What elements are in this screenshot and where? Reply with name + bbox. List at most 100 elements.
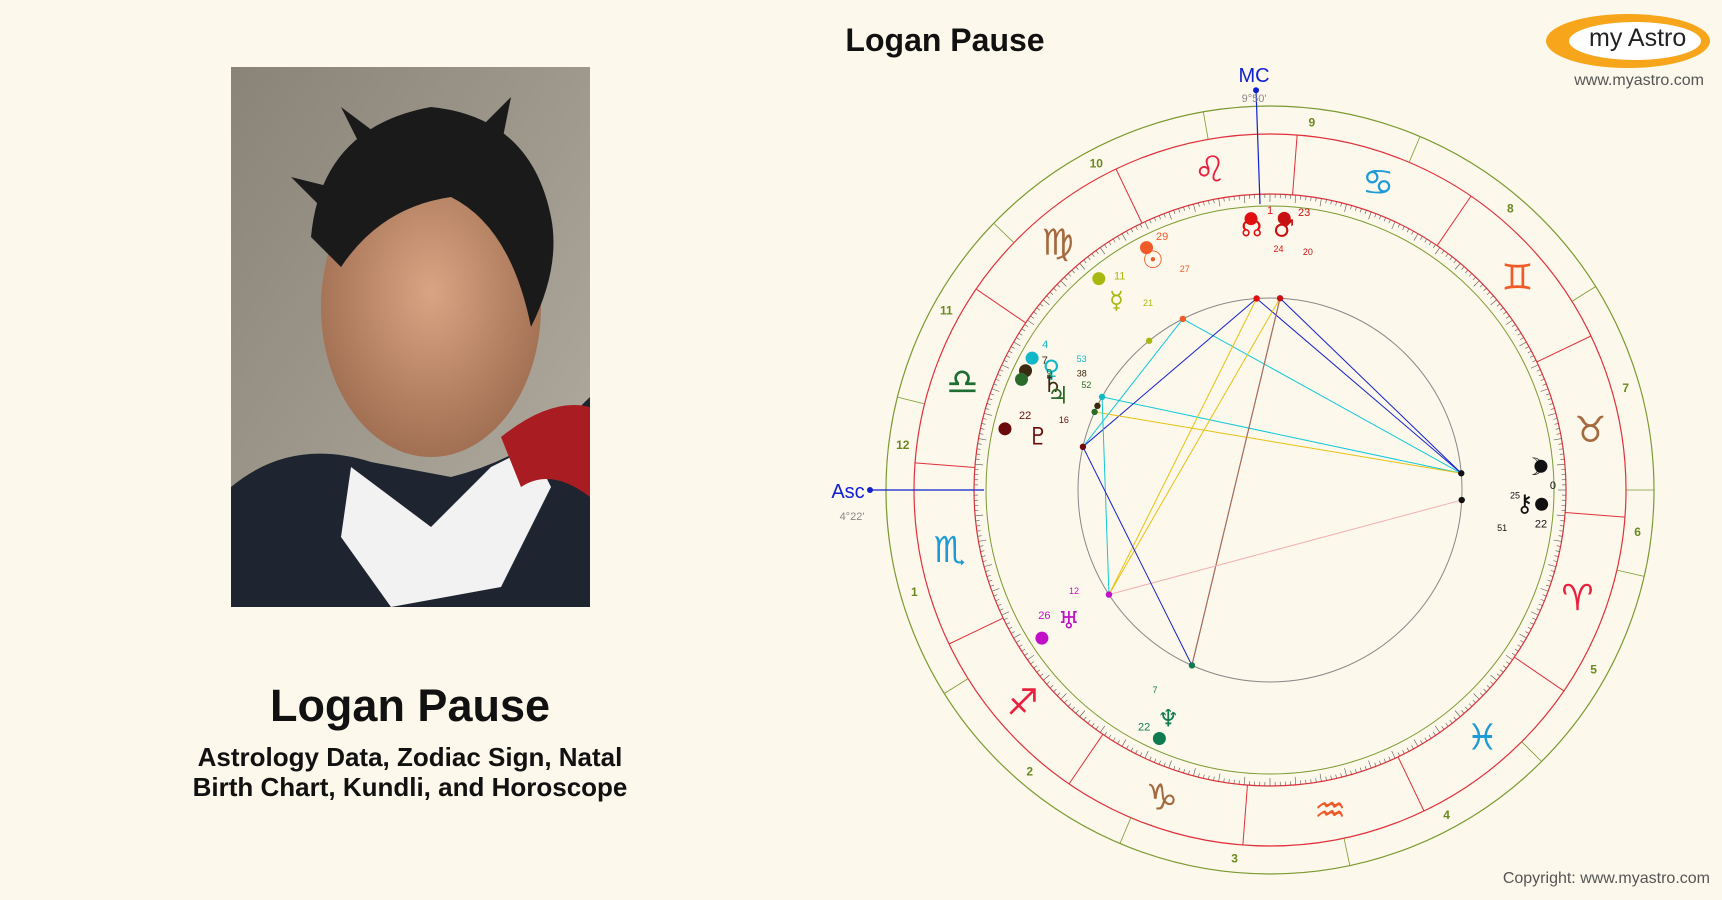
degree-tick [1530,364,1539,369]
moon-minutes: 25 [1510,490,1520,500]
house-number-2: 2 [1026,764,1033,778]
degree-tick [1091,253,1095,257]
degree-tick [1003,359,1008,363]
degree-tick [1553,560,1558,562]
degree-tick [1036,307,1041,311]
moon-icon: ☽ [1523,453,1545,481]
north-node-aspect-point [1253,295,1260,302]
degree-tick [1441,250,1445,254]
degree-tick [1030,315,1034,319]
degree-tick [1465,269,1469,274]
degree-tick [1397,752,1401,757]
degree-tick [1411,745,1414,750]
degree-tick [991,588,1000,592]
degree-tick [1445,253,1449,257]
degree-tick [1547,398,1552,401]
sign-boundary [1068,734,1104,785]
aries-icon: ♈ [1561,578,1593,619]
degree-tick [1183,769,1185,774]
degree-tick [1490,295,1494,299]
degree-tick [1149,219,1152,224]
degree-tick [1525,631,1530,634]
degree-tick [1383,758,1386,763]
site-url[interactable]: www.myastro.com [1574,72,1704,89]
degree-tick [1483,688,1487,693]
degree-ring [985,205,1555,775]
aspect-line [1082,298,1257,448]
degree-tick [980,428,985,430]
degree-tick [1173,765,1176,770]
degree-tick [1163,762,1166,767]
degree-tick [1335,774,1337,779]
subtitle-line-2: Birth Chart, Kundli, and Horoscope [192,772,628,802]
degree-tick [1359,208,1362,213]
degree-tick [1168,760,1172,769]
degree-tick [1525,346,1530,349]
degree-tick [1468,703,1473,707]
house-number-10: 10 [1090,156,1104,170]
sign-boundary [1436,195,1472,246]
sun-icon: ☉ [1142,246,1164,274]
degree-tick [1243,776,1246,785]
degree-tick [1203,201,1205,206]
degree-tick [1344,768,1347,776]
degree-tick [1540,588,1549,592]
degree-tick [1325,776,1327,781]
degree-tick [1056,284,1061,288]
degree-tick [1397,223,1401,228]
degree-tick [1355,769,1357,774]
degree-tick [1486,291,1491,295]
aspect-line [1108,298,1258,595]
degree-tick [1402,226,1405,230]
degree-tick [1445,723,1449,727]
degree-tick [1542,383,1547,386]
cancer-icon: ♋ [1362,162,1394,203]
degree-tick [1549,403,1554,405]
degree-tick [982,418,987,420]
degree-tick [1043,299,1050,306]
degree-tick [1021,648,1026,652]
degree-tick [993,594,998,597]
degree-tick [1486,685,1491,689]
degree-tick [1104,244,1107,249]
degree-tick [1188,770,1190,775]
chiron-icon: ⚷ [1516,489,1534,517]
degree-tick [1530,355,1534,358]
degree-tick [1434,725,1441,733]
degree-tick [1379,215,1382,220]
degree-tick [988,579,993,582]
degree-tick [1294,195,1297,204]
capricorn-icon: ♑ [1146,778,1178,819]
sign-boundary [948,617,1004,645]
degree-tick [1499,669,1504,673]
person-name: Logan Pause [269,680,551,731]
degree-tick [1095,726,1099,730]
degree-tick [1411,230,1414,235]
degree-tick [1013,341,1021,347]
degree-tick [1559,448,1564,450]
myastro-logo[interactable]: my Astro [1543,10,1713,72]
degree-tick [1340,773,1342,778]
neptune-icon: ♆ [1158,704,1180,732]
degree-tick [1003,617,1008,621]
uranus-icon: ♅ [1058,607,1080,635]
degree-tick [1402,750,1405,754]
north-node-minutes: 24 [1273,244,1283,254]
degree-tick [1049,291,1054,295]
mc-axis-marker [1253,87,1260,94]
aspect-line [1191,298,1281,666]
degree-tick [1243,195,1246,204]
pluto-marker [998,422,1012,436]
neptune-minutes: 7 [1152,685,1157,695]
degree-tick [1379,760,1382,765]
degree-tick [1548,564,1556,567]
neptune-marker [1152,731,1166,745]
degree-tick [1413,739,1419,747]
subtitle-line-1: Astrology Data, Zodiac Sign, Natal [197,742,623,772]
degree-tick [1117,740,1120,744]
degree-tick [1344,204,1347,212]
mc-label: MC [1238,65,1269,87]
sign-boundary [1565,512,1626,518]
degree-tick [1388,756,1391,761]
degree-tick [985,408,990,410]
